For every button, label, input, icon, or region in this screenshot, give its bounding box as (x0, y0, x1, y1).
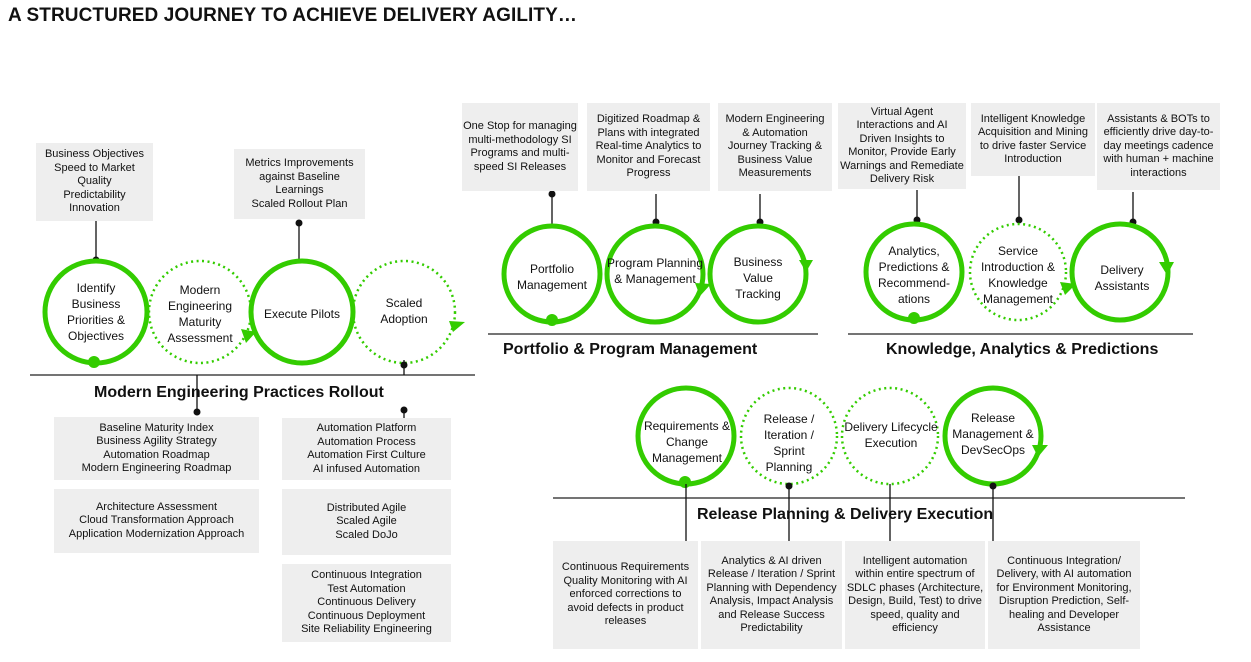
release-bottom-box-1: Continuous Requirements Quality Monitori… (553, 541, 698, 649)
rollout-bottom-box-4: Distributed Agile Scaled Agile Scaled Do… (282, 489, 451, 555)
stage-release-management-devsecops: Release Management & DevSecOps (952, 411, 1034, 457)
stage-execute-pilots: Execute Pilots (263, 307, 341, 321)
connector-dot (548, 190, 556, 198)
portfolio-top-box-3: Modern Engineering & Automation Journey … (718, 103, 832, 191)
knowledge-top-box-1: Virtual Agent Interactions and AI Driven… (838, 103, 966, 189)
start-dot (679, 476, 691, 488)
stage-analytics-predictions: Analytics, Predictions & Recommend- atio… (877, 244, 951, 306)
connector-dot (193, 408, 201, 416)
start-dot (88, 356, 100, 368)
stage-requirements-change: Requirements & Change Management (643, 419, 731, 465)
connector-dot (1015, 216, 1023, 224)
rollout-bottom-box-2: Architecture Assessment Cloud Transforma… (54, 489, 259, 553)
stage-portfolio-management: Portfolio Management (516, 262, 588, 292)
rollout-bottom-box-3: Automation Platform Automation Process A… (282, 418, 451, 480)
arrow-head (1159, 262, 1174, 275)
connector-dot (400, 361, 408, 369)
arrow-head (1060, 282, 1076, 295)
portfolio-top-box-1: One Stop for managing multi-methodology … (462, 103, 578, 191)
arrow-head (799, 260, 813, 272)
stage-business-value-tracking: Business Value Tracking (733, 255, 783, 301)
connector-dot (295, 219, 303, 227)
start-dot (546, 314, 558, 326)
knowledge-section-title: Knowledge, Analytics & Predictions (886, 341, 1159, 358)
stage-delivery-lifecycle-execution: Delivery Lifecycle Execution (844, 420, 938, 450)
rollout-top-box-2: Metrics Improvements against Baseline Le… (234, 149, 365, 219)
stage-program-planning: Program Planning & Management (606, 256, 704, 286)
release-bottom-box-4: Continuous Integration/ Delivery, with A… (988, 541, 1140, 649)
portfolio-section-title: Portfolio & Program Management (503, 341, 758, 358)
stage-ring-dotted (739, 386, 839, 486)
stage-ring-solid (707, 223, 809, 325)
stage-ring-dotted (968, 222, 1068, 322)
arrow-head (449, 321, 465, 332)
stage-ring-dotted (351, 259, 457, 365)
stage-ring-solid (604, 223, 706, 325)
stage-service-introduction: Service Introduction & Knowledge Managem… (980, 244, 1056, 306)
arrow-head (1032, 445, 1048, 457)
arrow-head (695, 283, 711, 296)
stage-identify-business-priorities: Identify Business Priorities & Objective… (66, 281, 125, 343)
stage-scaled-adoption: Scaled Adoption (380, 296, 428, 326)
rollout-top-box-1: Business Objectives Speed to Market Qual… (36, 143, 153, 221)
connector-dot (989, 482, 997, 490)
rollout-bottom-box-5: Continuous Integration Test Automation C… (282, 564, 451, 642)
portfolio-top-box-2: Digitized Roadmap & Plans with integrate… (587, 103, 710, 191)
rollout-section-title: Modern Engineering Practices Rollout (94, 384, 384, 401)
arrow-head (241, 329, 256, 343)
release-bottom-box-2: Analytics & AI driven Release / Iteratio… (701, 541, 842, 649)
rollout-bottom-box-1: Baseline Maturity Index Business Agility… (54, 417, 259, 480)
stage-release-iteration-planning: Release / Iteration / Sprint Planning (763, 412, 815, 474)
stage-ring-dotted (840, 386, 940, 486)
release-bottom-box-3: Intelligent automation within entire spe… (845, 541, 985, 649)
connector-dot (785, 482, 793, 490)
stage-maturity-assessment: Modern Engineering Maturity Assessment (167, 283, 233, 345)
start-dot (908, 312, 920, 324)
knowledge-top-box-3: Assistants & BOTs to efficiently drive d… (1097, 103, 1220, 190)
release-section-title: Release Planning & Delivery Execution (697, 506, 994, 523)
page-title: A STRUCTURED JOURNEY TO ACHIEVE DELIVERY… (8, 5, 577, 26)
knowledge-top-box-2: Intelligent Knowledge Acquisition and Mi… (971, 103, 1095, 176)
stage-delivery-assistants: Delivery Assistants (1094, 263, 1150, 293)
